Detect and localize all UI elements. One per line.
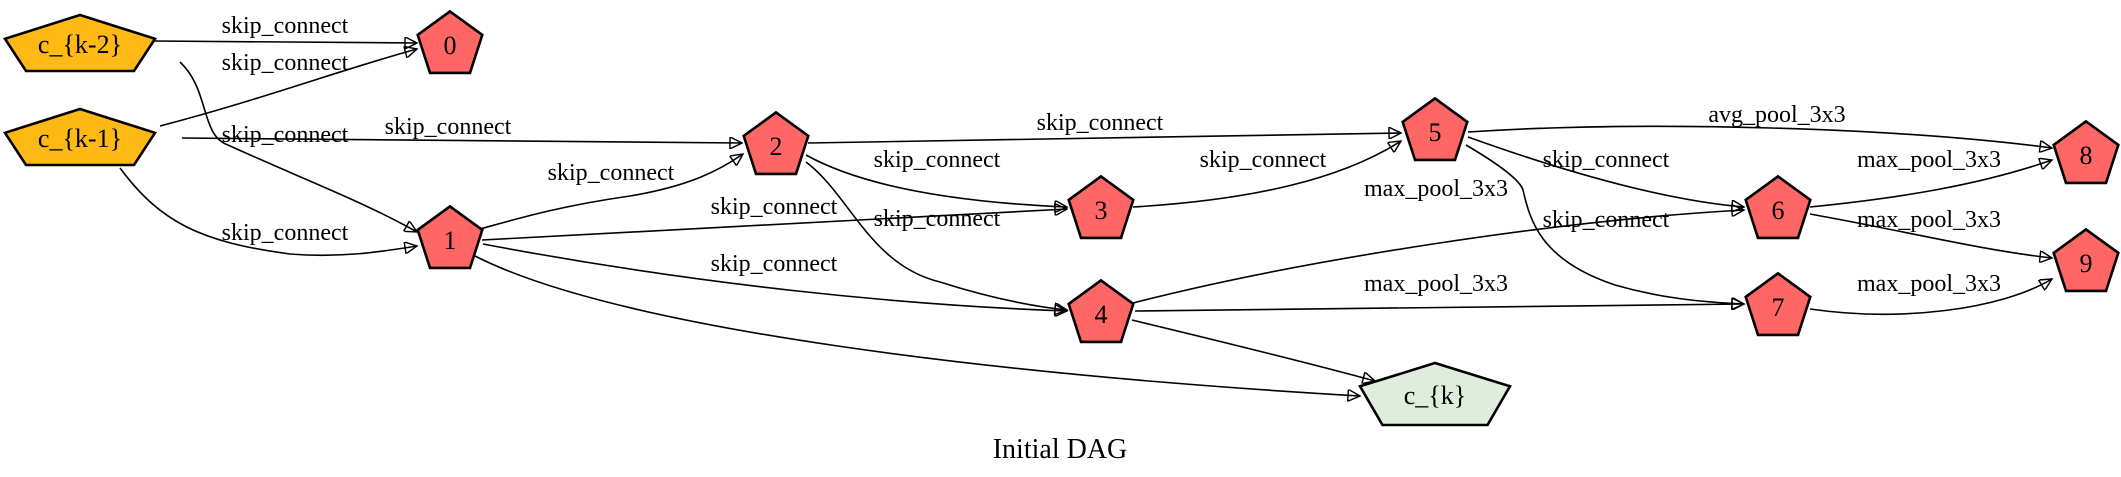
node-label-n1: 1 — [444, 226, 457, 255]
edge-label-ck1-to-n0: skip_connect — [222, 50, 349, 76]
edge-n2-to-n5 — [807, 133, 1401, 144]
edge-n1-to-ck — [474, 255, 1360, 396]
node-shape-n3 — [1067, 174, 1135, 240]
edge-n5-to-n8 — [1467, 125, 2052, 148]
node-label-n2: 2 — [770, 132, 783, 161]
node-ck: c_{k} — [1358, 361, 1512, 427]
edge-n5-to-n7 — [1465, 144, 1744, 304]
node-label-n3: 3 — [1095, 196, 1108, 225]
edge-n5-to-n6 — [1467, 136, 1744, 207]
edge-label-ck1-to-n1: skip_connect — [222, 220, 349, 246]
node-shape-n9 — [2052, 227, 2120, 293]
node-n2: 2 — [742, 110, 810, 176]
node-label-n4: 4 — [1095, 300, 1108, 329]
edge-label-n5-to-n7: skip_connect — [1543, 207, 1670, 233]
node-shape-n0 — [416, 9, 484, 75]
nodes-layer: c_{k-2} c_{k-1} 0 1 2 3 4 5 6 7 8 9 c_{k} — [2, 9, 2120, 427]
edge-n2-to-n4 — [805, 161, 1067, 310]
edge-n6-to-n9 — [1809, 213, 2052, 258]
node-shape-ck — [1358, 361, 1512, 427]
edge-label-n3-to-n5: skip_connect — [1200, 147, 1327, 173]
edge-label-n6-to-n8: max_pool_3x3 — [1857, 147, 2001, 173]
edge-label-n4-to-n7: max_pool_3x3 — [1364, 271, 1508, 297]
edge-n2-to-n3 — [805, 154, 1067, 207]
edge-label-n5-to-n6: skip_connect — [1543, 147, 1670, 173]
edge-label-n2-to-n3: skip_connect — [874, 147, 1001, 173]
node-label-ck1: c_{k-1} — [38, 124, 122, 153]
node-n0: 0 — [416, 9, 484, 75]
edge-label-ck2-to-n0: skip_connect — [222, 13, 349, 39]
node-n3: 3 — [1067, 174, 1135, 240]
node-n4: 4 — [1067, 278, 1135, 344]
node-n7: 7 — [1744, 271, 1812, 337]
edge-n4-to-ck — [1131, 319, 1375, 381]
edge-label-ck1-to-n2: skip_connect — [385, 114, 512, 140]
node-n1: 1 — [416, 204, 484, 270]
edge-label-n6-to-n9: max_pool_3x3 — [1857, 207, 2001, 233]
node-label-n9: 9 — [2080, 249, 2093, 278]
node-shape-n5 — [1401, 96, 1469, 162]
node-shape-n7 — [1744, 271, 1812, 337]
node-ck1: c_{k-1} — [2, 107, 158, 167]
edge-ck1-to-n0 — [159, 49, 417, 127]
edge-label-n1-to-n3: skip_connect — [711, 194, 838, 220]
edge-n6-to-n8 — [1809, 160, 2052, 208]
edge-ck1-to-n1 — [119, 167, 417, 257]
node-shape-n8 — [2052, 119, 2120, 185]
node-n6: 6 — [1744, 174, 1812, 240]
node-label-n7: 7 — [1772, 293, 1785, 322]
edges-layer — [119, 41, 2052, 396]
diagram-caption: Initial DAG — [993, 434, 1128, 465]
edge-label-ck2-to-n1: skip_connect — [222, 122, 349, 148]
edge-label-n1-to-n4: skip_connect — [711, 251, 838, 277]
node-shape-n2 — [742, 110, 810, 176]
node-n9: 9 — [2052, 227, 2120, 293]
node-shape-n6 — [1744, 174, 1812, 240]
node-shape-ck2 — [2, 13, 158, 73]
edge-label-n2-to-n4: skip_connect — [874, 206, 1001, 232]
edge-n3-to-n5 — [1132, 141, 1401, 208]
edge-label-n7-to-n9: max_pool_3x3 — [1857, 271, 2001, 297]
edge-label-n2-to-n5: skip_connect — [1037, 110, 1164, 136]
edge-n7-to-n9 — [1809, 279, 2052, 315]
node-label-n8: 8 — [2080, 141, 2093, 170]
edge-labels-layer: skip_connectskip_connectskip_connectskip… — [222, 13, 2001, 297]
node-label-n5: 5 — [1429, 118, 1442, 147]
node-shape-n4 — [1067, 278, 1135, 344]
node-label-ck: c_{k} — [1404, 381, 1467, 410]
edge-label-n1-to-n2: skip_connect — [548, 160, 675, 186]
edge-ck1-to-n2 — [181, 138, 742, 143]
node-n8: 8 — [2052, 119, 2120, 185]
node-label-ck2: c_{k-2} — [38, 30, 122, 59]
edge-n1-to-n3 — [481, 209, 1067, 241]
edge-ck2-to-n0 — [153, 41, 417, 43]
edge-n4-to-n6 — [1132, 210, 1744, 304]
node-label-n6: 6 — [1772, 196, 1785, 225]
node-ck2: c_{k-2} — [2, 13, 158, 73]
node-n5: 5 — [1401, 96, 1469, 162]
edge-label-n4-to-n6: max_pool_3x3 — [1364, 176, 1508, 202]
node-shape-ck1 — [2, 107, 158, 167]
edge-n1-to-n2 — [479, 154, 743, 230]
node-label-n0: 0 — [444, 31, 457, 60]
edge-ck2-to-n1 — [179, 61, 417, 232]
node-shape-n1 — [416, 204, 484, 270]
edge-label-n5-to-n8: avg_pool_3x3 — [1708, 102, 1845, 128]
edge-n4-to-n7 — [1134, 304, 1744, 312]
edge-n1-to-n4 — [482, 243, 1067, 311]
